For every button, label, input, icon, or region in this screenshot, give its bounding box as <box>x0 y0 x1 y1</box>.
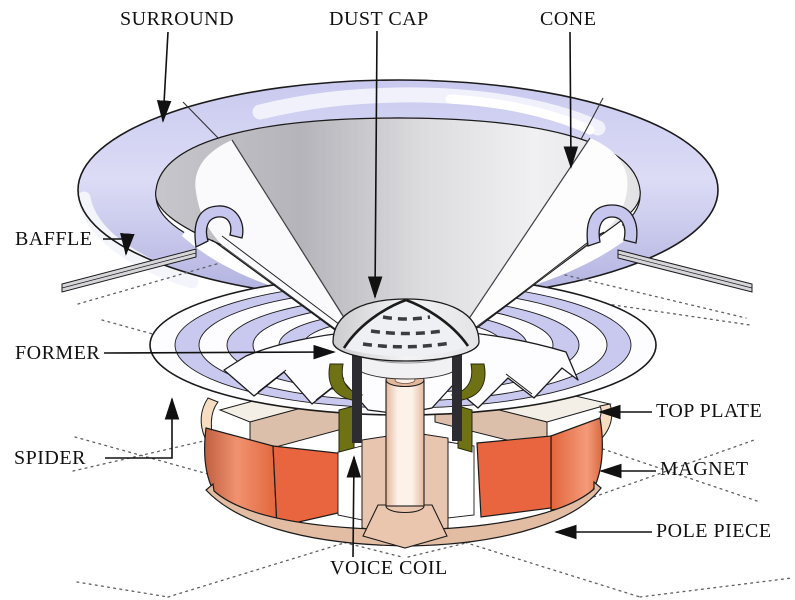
magnet-left-cutface <box>272 445 347 528</box>
surround-pointer-arrow <box>156 31 172 123</box>
label-surround: SURROUND <box>120 8 235 30</box>
voice-coil-pointer-arrow <box>346 455 362 558</box>
center-column <box>328 331 486 549</box>
label-top-plate: TOP PLATE <box>656 400 763 422</box>
pole-piece-column <box>385 379 425 507</box>
label-pole-piece: POLE PIECE <box>656 520 772 542</box>
surround-seam-left <box>182 101 223 143</box>
surround-cut-ends <box>194 204 638 248</box>
former-tube-right <box>452 345 462 441</box>
former-tube-left <box>352 347 362 443</box>
label-spider: SPIDER <box>14 447 86 469</box>
dust-cap-pointer-arrow <box>367 30 383 299</box>
label-cone: CONE <box>540 8 597 30</box>
dust-cap <box>332 298 480 362</box>
cone <box>155 117 641 358</box>
former-pointer-arrow <box>103 344 336 360</box>
label-magnet: MAGNET <box>660 458 749 480</box>
dust-cap-cut-edge-left <box>342 298 407 349</box>
cone-pointer-arrow <box>563 31 579 169</box>
label-baffle: BAFFLE <box>15 228 93 250</box>
label-voice-coil: VOICE COIL <box>330 557 448 579</box>
voice-coil-gap-left <box>338 405 355 453</box>
magnet-right-cutface <box>476 435 552 518</box>
spider-pointer-arrow <box>105 397 180 459</box>
baffle-plate <box>61 248 753 293</box>
surround-seam-right <box>577 97 604 146</box>
label-former: FORMER <box>15 342 101 364</box>
dust-cap-cut-edge-right <box>405 298 470 347</box>
label-dust-cap: DUST CAP <box>329 8 429 30</box>
baffle-pointer-arrow <box>103 233 135 256</box>
